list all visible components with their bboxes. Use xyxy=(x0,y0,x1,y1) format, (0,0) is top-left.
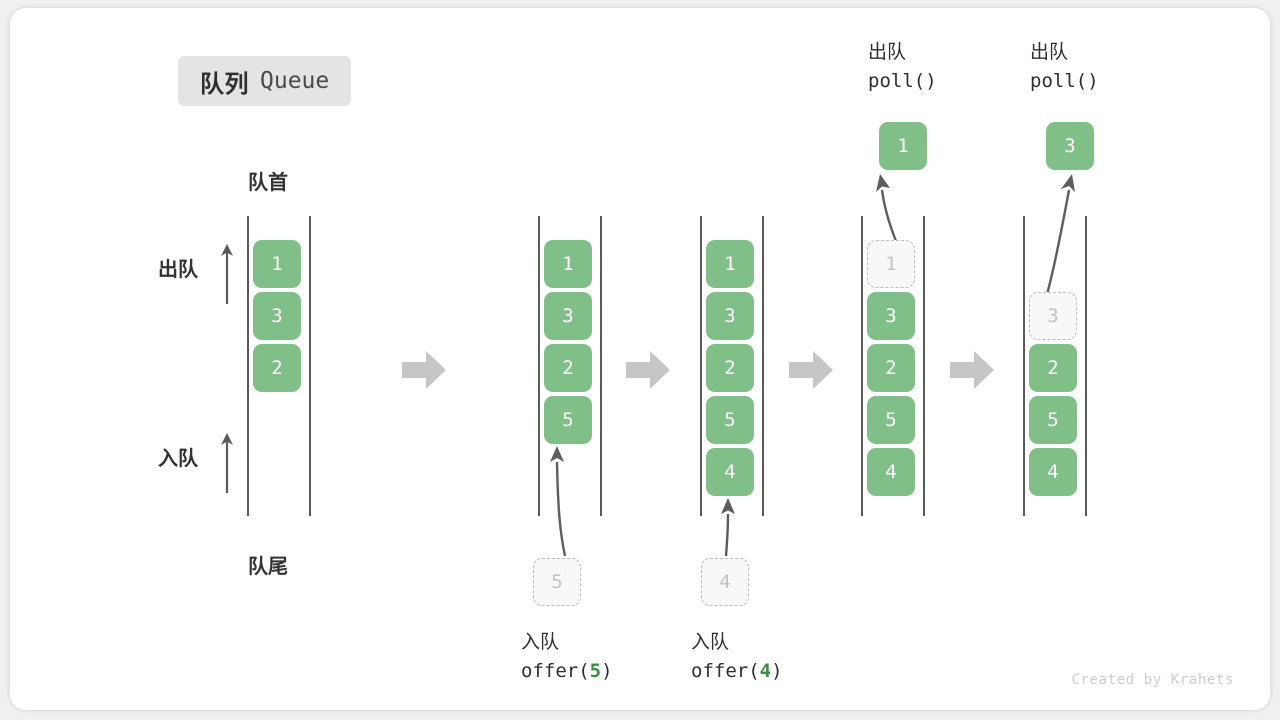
col4-cell-2: 5 xyxy=(1029,396,1077,444)
enqueue-direction-label: 入队 xyxy=(158,448,198,470)
col2-pending-cell: 4 xyxy=(701,558,749,606)
col3-operation-cn: 出队 xyxy=(868,42,907,63)
col2-rail-right xyxy=(762,216,764,516)
col4-operation-cn: 出队 xyxy=(1030,42,1069,63)
diagram-card: 队列 Queue 队首 队尾 出队 入队 1 3 2 xyxy=(10,8,1270,710)
step-arrow-3-icon xyxy=(789,351,833,389)
col4-cell-1: 2 xyxy=(1029,344,1077,392)
col2-cell-0: 1 xyxy=(706,240,754,288)
col1-enqueue-motion-arrow-icon xyxy=(550,446,567,557)
col4-operation-code: poll() xyxy=(1030,70,1099,93)
col3-polled-value-cell: 1 xyxy=(879,122,927,170)
col2-cell-2: 2 xyxy=(706,344,754,392)
col4-dequeue-motion-arrow-icon xyxy=(1044,174,1075,299)
title-cn: 队列 xyxy=(200,70,249,98)
title-en: Queue xyxy=(260,68,330,94)
col1-rail-right xyxy=(600,216,602,516)
col1-operation-code: offer(5) xyxy=(521,660,613,683)
col4-operation-label: 出队 poll() xyxy=(1030,38,1099,97)
col3-rail-right xyxy=(923,216,925,516)
col4-rail-right xyxy=(1085,216,1087,516)
step-arrow-1-icon xyxy=(402,351,446,389)
col3-dequeue-motion-arrow-icon xyxy=(876,174,899,245)
col2-operation-code: offer(4) xyxy=(691,660,783,683)
col0-cell-0: 1 xyxy=(253,240,301,288)
dequeue-direction-label: 出队 xyxy=(158,259,198,281)
credit-text: Created by Krahets xyxy=(1071,672,1234,688)
col4-cell-0: 3 xyxy=(1029,292,1077,340)
col4-polled-value-cell: 3 xyxy=(1046,122,1094,170)
col1-operation-cn: 入队 xyxy=(521,632,560,653)
col2-rail-left xyxy=(700,216,702,516)
col1-operation-label: 入队 offer(5) xyxy=(521,628,613,687)
col1-cell-1: 3 xyxy=(544,292,592,340)
col2-enqueue-motion-arrow-icon xyxy=(721,498,735,557)
col1-cell-3: 5 xyxy=(544,396,592,444)
col2-cell-4: 4 xyxy=(706,448,754,496)
col3-operation-code: poll() xyxy=(868,70,937,93)
col2-cell-1: 3 xyxy=(706,292,754,340)
col3-cell-2: 2 xyxy=(867,344,915,392)
col4-rail-left xyxy=(1023,216,1025,516)
col4-cell-3: 4 xyxy=(1029,448,1077,496)
col3-cell-0: 1 xyxy=(867,240,915,288)
col3-cell-1: 3 xyxy=(867,292,915,340)
col3-cell-4: 4 xyxy=(867,448,915,496)
col1-cell-0: 1 xyxy=(544,240,592,288)
queue-tail-label: 队尾 xyxy=(248,556,288,578)
col3-cell-3: 5 xyxy=(867,396,915,444)
col2-operation-cn: 入队 xyxy=(691,632,730,653)
col3-operation-label: 出队 poll() xyxy=(868,38,937,97)
step-arrow-2-icon xyxy=(626,351,670,389)
col3-rail-left xyxy=(861,216,863,516)
col1-rail-left xyxy=(538,216,540,516)
col1-cell-2: 2 xyxy=(544,344,592,392)
col0-rail-right xyxy=(309,216,311,516)
col2-cell-3: 5 xyxy=(706,396,754,444)
col1-pending-cell: 5 xyxy=(533,558,581,606)
enqueue-direction-arrow-icon xyxy=(221,433,233,493)
col0-rail-left xyxy=(247,216,249,516)
queue-head-label: 队首 xyxy=(248,172,288,194)
dequeue-direction-arrow-icon xyxy=(221,244,233,304)
title-badge: 队列 Queue xyxy=(178,56,352,106)
col0-cell-1: 3 xyxy=(253,292,301,340)
step-arrow-4-icon xyxy=(950,351,994,389)
col0-cell-2: 2 xyxy=(253,344,301,392)
col2-operation-label: 入队 offer(4) xyxy=(691,628,783,687)
